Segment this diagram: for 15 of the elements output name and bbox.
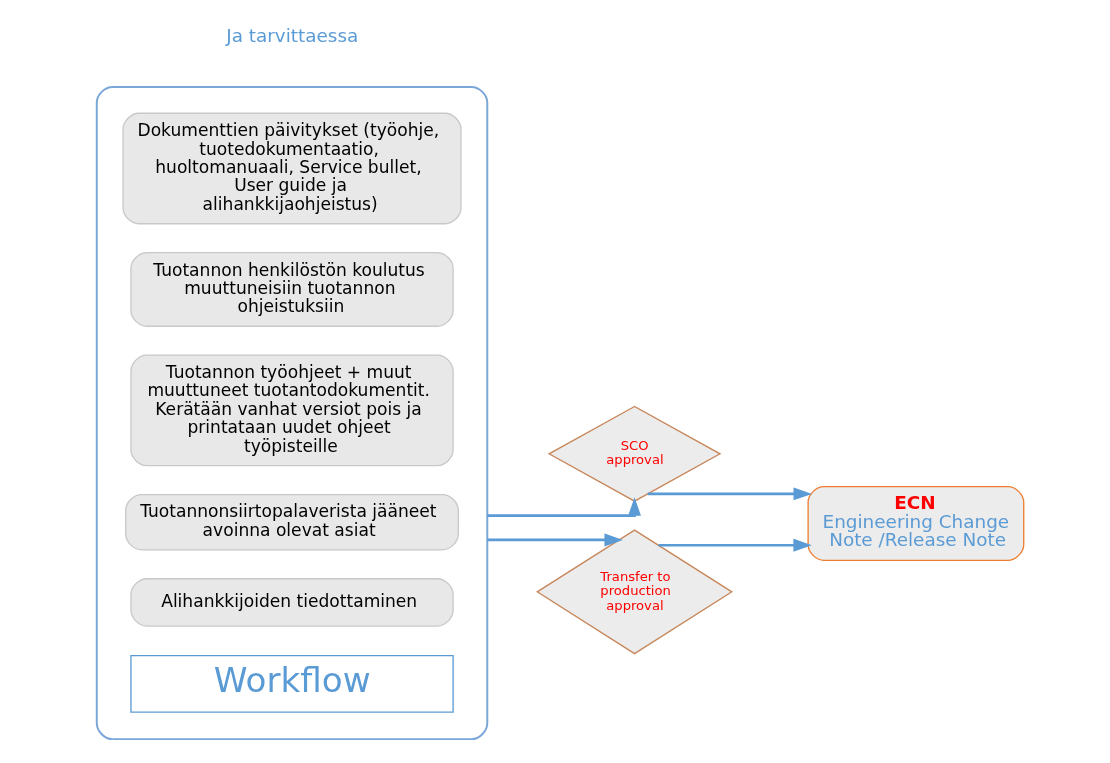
node-box: Tuotannon henkilöstön koulutus muuttuneisiin tuotannon ohjeistuksiin — [130, 252, 454, 327]
arrow — [658, 538, 812, 552]
arrow — [487, 533, 623, 547]
node-diamond: Transfer to production approval — [536, 529, 734, 655]
node-box: Tuotannon työohjeet + muut muuttuneet tuotantodokumentit. Kerätään vanhat versiot pois ja printataan uudet ohjeet työpisteille — [130, 354, 454, 467]
node-box: Dokumenttien päivitykset (työohje, tuotedokumentaatio, huoltomanuaali, Service bullet, User guide ja alihankkijaohjeistus) — [122, 112, 462, 225]
arrow — [487, 497, 641, 517]
node-box: Tuotannonsiirtopalaverista jääneet avoinna olevat asiat — [125, 493, 459, 551]
node-diamond: SCO approval — [547, 405, 722, 502]
node-box: Workflow — [130, 655, 454, 713]
node-box: ECN Engineering Change Note /Release Note — [807, 486, 1025, 561]
cluster — [95, 86, 489, 741]
node-box: Alihankkijoiden tiedottaminen — [130, 578, 454, 627]
arrow — [647, 487, 812, 501]
label: Ja tarvittaessa — [226, 24, 359, 46]
